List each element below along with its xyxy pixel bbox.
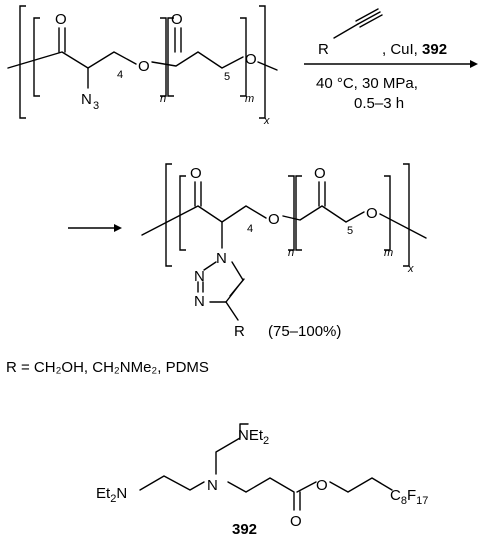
chain-bonds-b (151, 51, 244, 69)
tri-c4-c5 (225, 278, 245, 303)
c392-n-center: N (207, 477, 218, 494)
c392-up-arm (215, 423, 249, 475)
azide-sub3: 3 (93, 100, 99, 112)
c392-net2: NEt2 (238, 427, 269, 447)
product-arrow (68, 224, 122, 232)
alkyne-triple (355, 8, 383, 28)
index-n: n (160, 93, 166, 105)
reaction-arrow-1: R , CuI, 392 40 °C, 30 MPa, 0.5–3 h (304, 8, 478, 112)
outer-bracket-left (19, 5, 26, 119)
sub-4: 4 (117, 69, 123, 81)
carbonyl-2 (174, 27, 182, 53)
p-bracket-n-right (288, 175, 295, 251)
p-bracket-m-left (295, 175, 302, 251)
p-chain-b (282, 205, 365, 223)
tri-c5-n1 (231, 261, 244, 281)
bracket-m-right (240, 17, 247, 97)
index-m: m (245, 93, 254, 105)
p-index-x: x (407, 263, 414, 275)
c392-left-arm (139, 475, 205, 491)
p-chain-end (379, 213, 427, 239)
outer-bracket-right (259, 5, 266, 119)
p-sub-4: 4 (247, 223, 253, 235)
p-carbonyl-2 (318, 181, 326, 207)
c392-et2n: Et2N (96, 485, 127, 505)
tri-n2-n3 (197, 281, 204, 293)
starting-polymer: O O O O N 3 4 5 n m x (7, 5, 278, 127)
reagent-rest: , CuI, 392 (382, 41, 447, 58)
tri-n1-n2 (203, 261, 217, 271)
tri-r: R (234, 323, 245, 340)
c392-c8f17: C8F17 (390, 487, 428, 507)
bracket-n-right (160, 17, 167, 97)
sub-5: 5 (224, 71, 230, 83)
product-yield: (75–100%) (268, 323, 341, 340)
tri-r-bond (225, 301, 239, 321)
tri-n3: N (194, 293, 205, 310)
c392-ester-o-bond (296, 481, 317, 493)
alkyne-bond (333, 23, 359, 39)
p-carbonyl-1 (194, 181, 202, 207)
p-outer-bracket-left (165, 163, 172, 267)
bracket-m-left (167, 17, 174, 97)
compound-392: NEt2 Et2N N O O C8F17 392 (96, 423, 428, 538)
p-bracket-m-right (384, 175, 391, 251)
azide-n: N (81, 91, 92, 108)
product-polymer: O O O O N N N R (75–100%) 4 5 n m x (141, 163, 427, 340)
o-carbonyl-2: O (171, 11, 183, 28)
c392-o-carbonyl: O (290, 513, 302, 530)
chain-end (257, 61, 278, 71)
p-o-carbonyl-1: O (190, 165, 202, 182)
p-o-ether-2: O (366, 205, 378, 222)
arrow-1-head (470, 60, 478, 68)
index-x: x (263, 115, 270, 127)
o-ether-1: O (138, 58, 150, 75)
tri-n2: N (194, 268, 205, 285)
c392-fluoro-chain (329, 477, 393, 493)
o-carbonyl-1: O (55, 11, 67, 28)
r-definition: R = CH₂OH, CH₂NMe₂, PDMS (6, 359, 209, 376)
p-o-ether-1: O (268, 211, 280, 228)
reagent-r: R (318, 41, 329, 58)
p-bracket-n-left (179, 175, 186, 251)
carbonyl-1 (58, 27, 66, 53)
p-sub-5: 5 (347, 225, 353, 237)
arrow-2-head (114, 224, 122, 232)
tri-n1: N (216, 250, 227, 267)
c392-label: 392 (232, 521, 257, 538)
conditions-line1: 40 °C, 30 MPa, (316, 75, 418, 92)
p-o-carbonyl-2: O (314, 165, 326, 182)
bracket-n-left (33, 17, 40, 97)
p-index-n: n (288, 247, 294, 259)
p-outer-bracket-right (403, 163, 410, 267)
chain-bonds-a (7, 51, 137, 69)
p-index-m: m (384, 247, 393, 259)
c392-o-ester: O (316, 477, 328, 494)
conditions-line2: 0.5–3 h (354, 95, 404, 112)
c392-right-arm (227, 477, 301, 511)
o-ether-2: O (245, 51, 257, 68)
